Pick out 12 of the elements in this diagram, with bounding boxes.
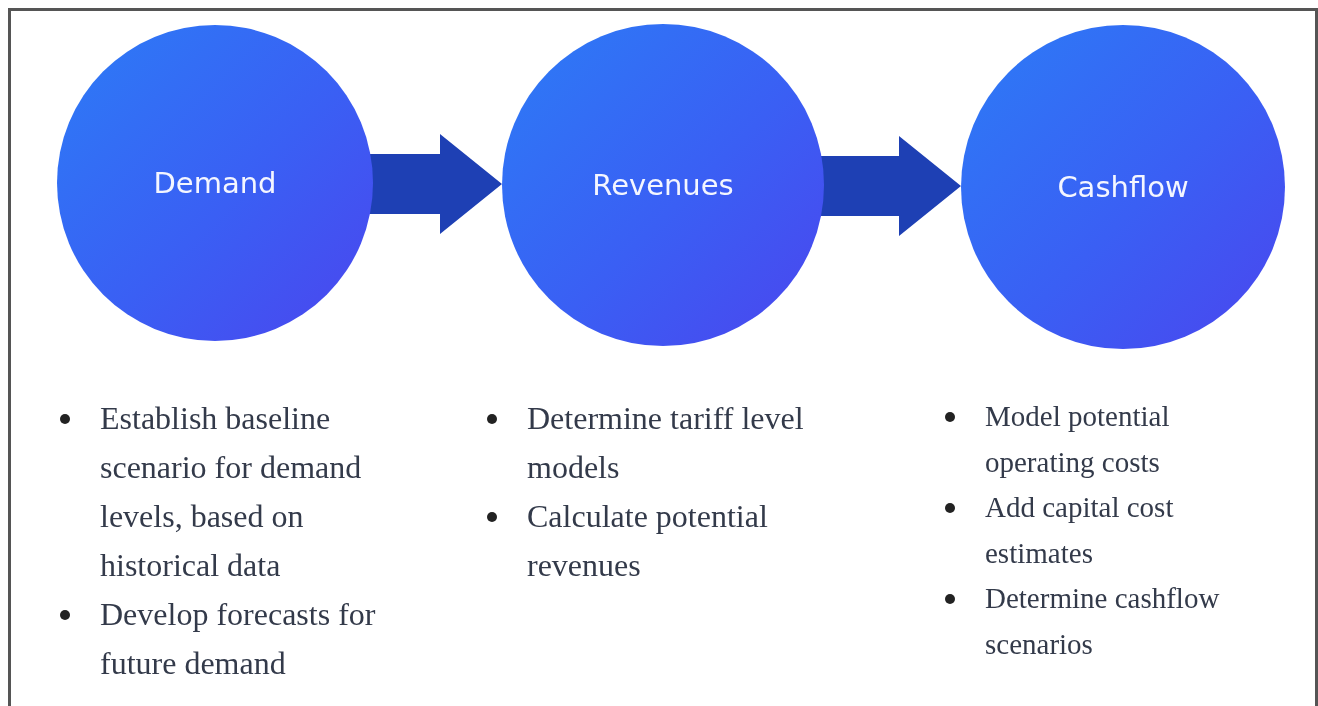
bullet-text: Develop forecasts for future demand	[100, 596, 376, 681]
stage-title: Revenues	[592, 168, 734, 202]
stage-title: Cashflow	[1057, 170, 1189, 204]
block-arrow	[369, 134, 502, 234]
stage-title: Demand	[153, 166, 277, 200]
bullet-text: Calculate potential revenues	[527, 498, 768, 583]
bullet-text: Establish baseline scenario for demand levels, based on historical data	[100, 400, 362, 583]
bullet-text: Model potential operating costs	[985, 400, 1170, 478]
block-arrow	[820, 136, 961, 236]
bullet-text: Determine tariff level models	[527, 400, 804, 485]
bullet-text: Add capital cost estimates	[985, 491, 1174, 569]
bullet-text: Determine cashflow scenarios	[985, 582, 1220, 660]
